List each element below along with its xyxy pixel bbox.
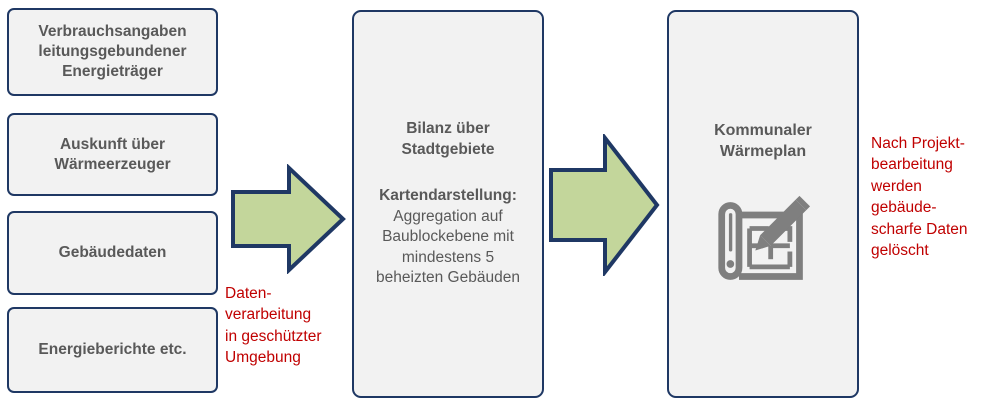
input-box-gebaeudedaten: Gebäudedaten (7, 211, 218, 295)
text-line: Stadtgebiete (401, 140, 495, 158)
blueprint-pencil-icon (718, 195, 811, 280)
input-box-verbrauchsangaben: Verbrauchsangaben leitungsgebundener Ene… (7, 8, 218, 96)
annotation-datenloeschung: Nach Projekt- bearbeitung werden gebäude… (871, 133, 996, 261)
text-line: Kommunaler (714, 121, 812, 139)
text-line: Verbrauchsangaben (38, 23, 187, 41)
input-box-auskunft-waermeerzeuger: Auskunft über Wärmeerzeuger (7, 113, 218, 196)
text-line: beheizten Gebäuden (376, 269, 520, 287)
input-box-energieberichte-label: Energieberichte etc. (38, 341, 187, 359)
input-box-auskunft-label: Auskunft über Wärmeerzeuger (54, 135, 170, 175)
text-line: Wärmeplan (719, 143, 807, 160)
text-line: bearbeitung (871, 156, 953, 174)
process-box-subtitle-head: Kartendarstellung: (379, 187, 517, 205)
output-box-title: Kommunaler Wärmeplan (714, 120, 812, 162)
text-line: Aggregation auf (393, 207, 503, 225)
text-line: Bilanz über (406, 120, 490, 138)
process-box-bilanz: Bilanz über Stadtgebiete Kartendarstellu… (352, 10, 544, 398)
input-box-verbrauchsangaben-label: Verbrauchsangaben leitungsgebundener Ene… (38, 22, 186, 81)
text-line: gelöscht (871, 241, 929, 259)
text-line: verarbeitung (225, 306, 312, 324)
text-line: werden (871, 177, 922, 195)
text-line: mindestens 5 (401, 248, 495, 266)
text-line: Nach Projekt- (871, 135, 965, 152)
input-box-energieberichte: Energieberichte etc. (7, 307, 218, 393)
annotation-datenverarbeitung: Daten- verarbeitung in geschützter Umgeb… (225, 283, 350, 369)
text-line: Wärmeerzeuger (54, 155, 171, 173)
output-box-waermeplan: Kommunaler Wärmeplan (667, 10, 859, 398)
text-line: Auskunft über (59, 135, 166, 153)
text-line: Umgebung (225, 349, 301, 367)
process-box-title: Bilanz über Stadtgebiete (401, 119, 494, 160)
text-line: Energieträger (62, 62, 163, 80)
arrow-right-icon-2 (549, 134, 660, 276)
text-line: in geschützter (225, 327, 322, 345)
process-box-subtitle-body: Aggregation auf Baublockebene mit mindes… (376, 207, 520, 289)
text-line: leitungsgebundener (38, 43, 187, 61)
text-line: Baublockebene mit (382, 228, 514, 246)
text-line: gebäude- (871, 199, 937, 217)
arrow-right-icon-1 (231, 164, 346, 274)
text-line: Daten- (225, 285, 272, 302)
input-box-gebaeudedaten-label: Gebäudedaten (58, 244, 167, 262)
text-line: scharfe Daten (871, 220, 968, 238)
